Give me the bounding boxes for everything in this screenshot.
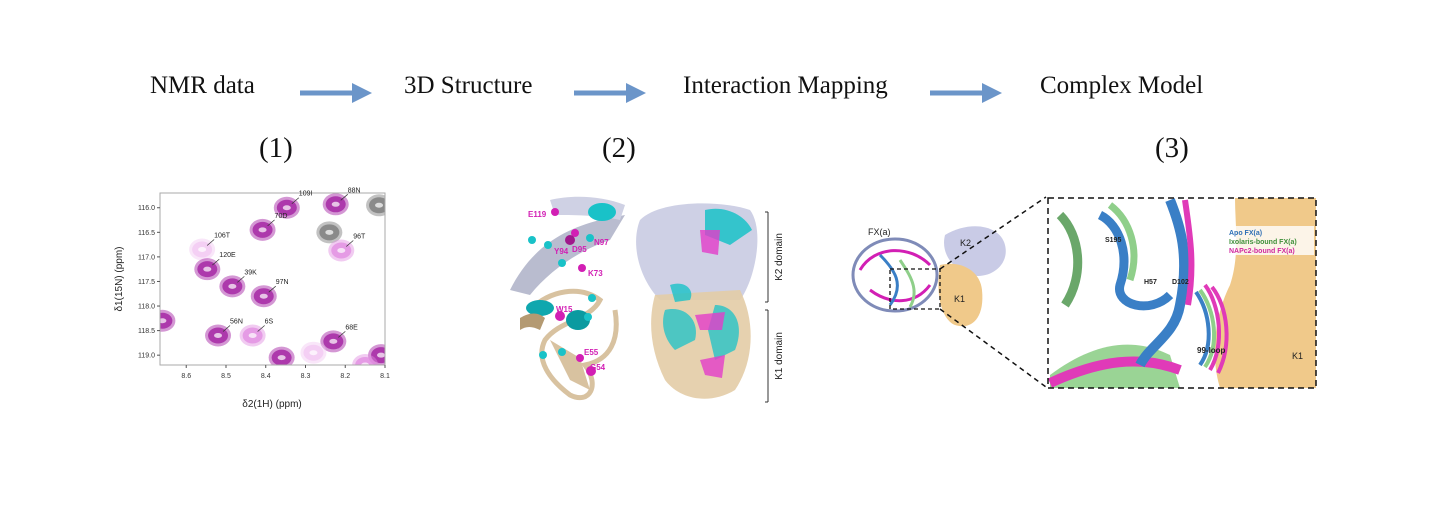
peak-leader-line — [206, 239, 215, 246]
detail-view: S195 H57 D102 99-loop K1 Apo FX(a) Ixola… — [1047, 197, 1317, 389]
peak-leader-line — [338, 331, 346, 338]
peak-leader-line — [257, 325, 265, 332]
x-axis-label: δ2(1H) (ppm) — [242, 399, 301, 410]
peak-leader-line — [340, 194, 348, 201]
x-tick-label: 8.5 — [221, 373, 231, 380]
peak-leader-line — [212, 258, 220, 266]
peak-label: 68E — [345, 324, 358, 331]
nmr-spectrum: 8.6 8.5 8.4 8.3 8.2 8.1 116.0 116.5 117.0 117.5 11… — [114, 187, 390, 410]
peak-label: 120E — [219, 252, 236, 259]
complex-model-panel: FX(a) K2 K1 S195 H57 D102 99-loop K1 Apo… — [851, 196, 1317, 389]
k1-label: K1 — [954, 294, 965, 304]
x-tick-label: 8.2 — [340, 373, 350, 380]
legend-napc2: NAPc2-bound FX(a) — [1229, 248, 1295, 255]
peak-label: 39K — [244, 269, 257, 276]
panel-number-1: (1) — [259, 132, 293, 164]
x-tick-label: 8.6 — [181, 373, 191, 380]
nmr-peak — [316, 221, 343, 244]
peak-leader-line — [222, 325, 231, 332]
y-tick-label: 119.0 — [138, 353, 155, 360]
arrow-icon — [574, 83, 646, 103]
ribbon-structure: E119 Y94 D95 N97 K73 W15 E55 G54 — [510, 196, 625, 401]
peak-label: 97N — [276, 279, 289, 286]
peak-leader-line — [291, 197, 300, 205]
k2-label: K2 — [960, 238, 971, 248]
fxa-label: FX(a) — [868, 227, 891, 237]
nmr-peak — [160, 309, 176, 332]
k2-domain-label: K2 domain — [774, 233, 785, 281]
x-tick-label: 8.1 — [380, 373, 390, 380]
residue-label: D95 — [572, 245, 587, 254]
panel-number-3: (3) — [1155, 132, 1189, 164]
structure-panel: E119 Y94 D95 N97 K73 W15 E55 G54 K2 doma… — [510, 196, 785, 403]
step-complex-model: Complex Model — [1040, 72, 1204, 99]
99-loop-label: 99-loop — [1197, 346, 1226, 355]
residue-label: K73 — [588, 269, 603, 278]
peak-leader-line — [267, 219, 275, 227]
peak-label: 88N — [348, 187, 361, 194]
arrow-icon — [300, 83, 372, 103]
nmr-peak — [352, 354, 379, 365]
d102-label: D102 — [1172, 279, 1189, 286]
k1-domain-label: K1 domain — [774, 332, 785, 380]
residue-label: Y94 — [554, 247, 569, 256]
peak-label: 56N — [230, 319, 243, 326]
residue-label: E55 — [584, 348, 599, 357]
nmr-peak — [239, 324, 266, 347]
residue-label: G54 — [590, 363, 606, 372]
x-tick-label: 8.3 — [301, 373, 311, 380]
legend-apo: Apo FX(a) — [1229, 230, 1262, 237]
nmr-peak — [268, 346, 295, 365]
y-tick-label: 116.0 — [138, 205, 155, 212]
peak-label: 109I — [299, 191, 313, 198]
step-nmr-data: NMR data — [150, 72, 255, 99]
y-tick-label: 116.5 — [138, 230, 155, 237]
y-tick-label: 117.5 — [138, 279, 155, 286]
legend-backing — [1226, 226, 1314, 255]
step-3d-structure: 3D Structure — [404, 72, 533, 99]
s195-label: S195 — [1105, 237, 1121, 244]
plot-frame — [159, 192, 386, 366]
y-tick-label: 118.0 — [138, 304, 155, 311]
step-interaction-mapping: Interaction Mapping — [683, 72, 888, 99]
legend-ixolaris: Ixolaris-bound FX(a) — [1229, 239, 1297, 246]
peak-label: 6S — [265, 319, 274, 326]
residue-label: N97 — [594, 238, 609, 247]
residue-label: W15 — [556, 305, 573, 314]
peak-leader-line — [346, 240, 354, 247]
peak-leader-line — [268, 285, 276, 293]
x-tick-label: 8.4 — [261, 373, 271, 380]
residue-label: E119 — [528, 210, 547, 219]
peak-label: 96T — [353, 233, 366, 240]
nmr-peak — [300, 341, 327, 364]
peak-leader-line — [237, 276, 245, 283]
panel-number-2: (2) — [602, 132, 636, 164]
nmr-peak — [366, 194, 385, 217]
surface-structure: K2 domain K1 domain — [636, 203, 785, 403]
y-tick-label: 118.5 — [138, 328, 155, 335]
k1-detail-label: K1 — [1292, 351, 1303, 361]
arrow-icon — [930, 83, 1002, 103]
overview-complex: FX(a) K2 K1 — [851, 196, 1047, 388]
peak-label: 70D — [275, 213, 288, 220]
y-axis-label: δ1(15N) (ppm) — [114, 246, 125, 311]
peak-label: 106T — [214, 233, 231, 240]
h57-label: H57 — [1144, 279, 1157, 286]
y-tick-label: 117.0 — [138, 254, 155, 261]
